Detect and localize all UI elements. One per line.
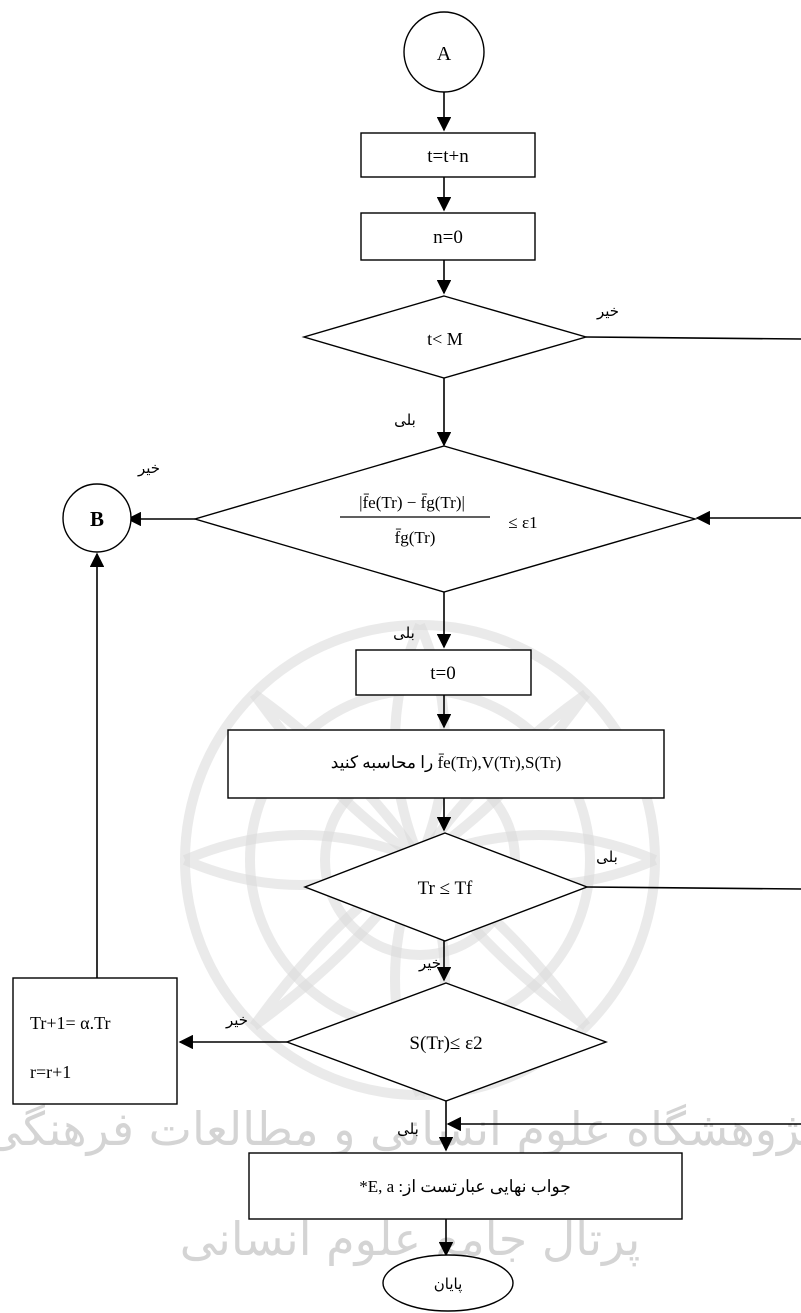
label-no-2: خیر: [137, 459, 160, 477]
connector-b: [62, 483, 132, 553]
label-no-1: خیر: [596, 302, 619, 320]
decision-t-less-m-label: t< M: [427, 329, 463, 349]
process-final-answer: [248, 1152, 683, 1220]
process-reset-t: [355, 649, 532, 696]
terminal-end-label: پایان: [434, 1275, 463, 1294]
connector-a-label: A: [437, 43, 452, 65]
process-update-temperature: [12, 977, 178, 1105]
label-yes-3: بلی: [596, 848, 618, 866]
process-update-temperature-line1: Tr+1= α.Tr: [30, 1013, 110, 1033]
terminal-end: [382, 1254, 514, 1312]
process-compute-label: f̄e(Tr),V(Tr),S(Tr) را محاسبه کنید: [331, 753, 561, 773]
process-reset-t-label: t=0: [430, 663, 456, 684]
label-yes-4: بلی: [397, 1120, 419, 1138]
edge-t-less-m-no: [585, 336, 801, 340]
label-yes-1: بلی: [394, 411, 416, 429]
label-yes-2: بلی: [393, 624, 415, 642]
edge-temperature-yes: [586, 886, 801, 890]
connector-b-label: B: [90, 507, 104, 531]
process-update-temperature-line2: r=r+1: [30, 1062, 71, 1082]
decision-error-threshold: ≤ ε1: [508, 513, 537, 532]
decision-temperature: [303, 832, 589, 942]
label-no-3: خیر: [418, 954, 441, 972]
watermark-text-1: پژوهشگاه علوم انسانی و مطالعات فرهنگی: [0, 1102, 801, 1157]
decision-error-numerator: |f̄e(Tr) − f̄g(Tr)|: [359, 493, 465, 512]
decision-s-threshold-label: S(Tr)≤ ε2: [409, 1033, 482, 1054]
process-compute: [227, 729, 665, 799]
watermark-text-2: پرتال جامع علوم انسانی: [180, 1212, 641, 1267]
decision-error-ratio: [192, 445, 698, 593]
decision-error-denominator: f̄g(Tr): [395, 528, 436, 547]
process-increment-t-label: t=t+n: [427, 146, 469, 167]
process-reset-n-label: n=0: [433, 227, 463, 248]
process-reset-n: [360, 212, 536, 261]
process-increment-t: [360, 132, 536, 178]
decision-temperature-label: Tr ≤ Tf: [418, 878, 473, 899]
process-final-answer-label: جواب نهایی عبارتست از: E, a*: [359, 1177, 571, 1197]
label-no-4: خیر: [225, 1011, 248, 1029]
